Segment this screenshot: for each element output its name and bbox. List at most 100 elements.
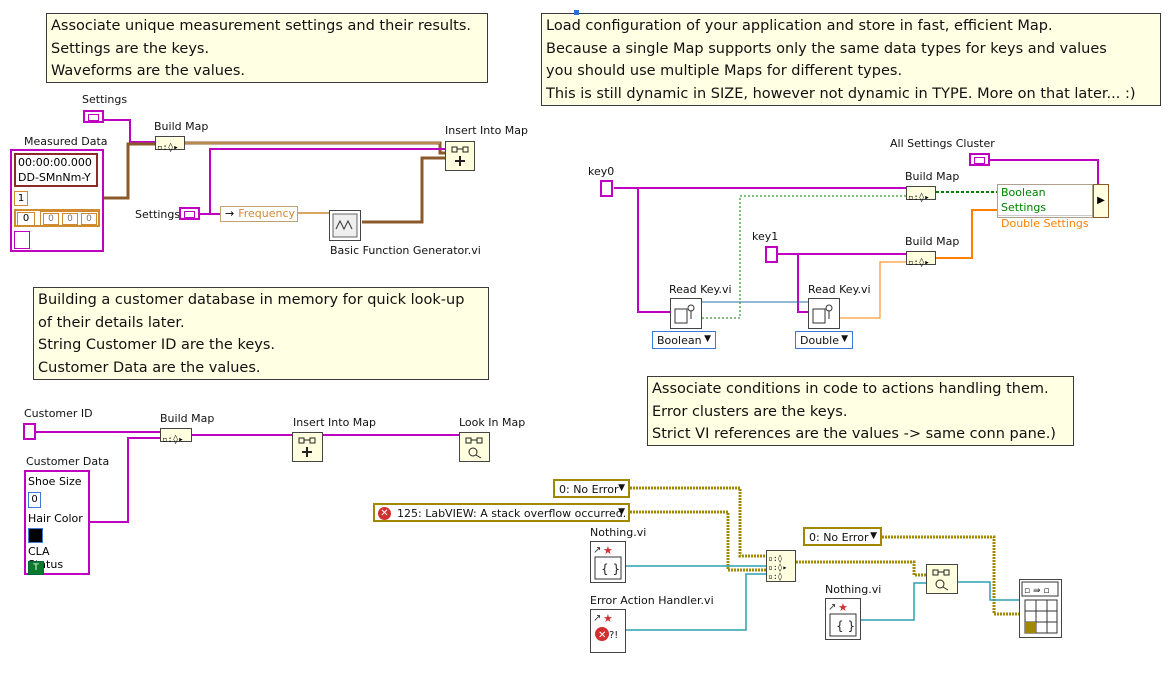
customer-data-cluster[interactable]: Shoe Size 0 Hair Color CLA Status T (24, 470, 90, 575)
waveform-dt[interactable]: 1 (14, 191, 28, 206)
no-error-1-enum[interactable]: 0: No Error ▼ (553, 479, 630, 498)
array-values: 0 0 0 (40, 211, 100, 227)
shoe-size-field[interactable]: 0 (28, 492, 41, 508)
customer-insert-into-map-node[interactable] (292, 432, 323, 462)
error-x-icon: ✕ (378, 507, 391, 520)
function-generator-label: Basic Function Generator.vi (330, 244, 481, 257)
call-by-reference-node[interactable]: ▫ ⇛ ▫ (1019, 579, 1062, 638)
note-line: Settings are the keys. (51, 40, 210, 57)
svg-text:★: ★ (838, 601, 848, 614)
settings-mid-label: Settings (135, 208, 181, 221)
key0-terminal[interactable] (600, 180, 613, 197)
dropdown-arrow-icon: ▼ (704, 334, 711, 344)
build-map-2-node[interactable]: ▫:◊▸ (906, 251, 936, 268)
note-line: Customer Data are the values. (38, 359, 261, 376)
build-map-label: Build Map (154, 120, 209, 133)
note-line: Waveforms are the values. (51, 63, 246, 79)
read-key-1-label: Read Key.vi (669, 283, 732, 296)
customer-data-label: Customer Data (26, 455, 110, 468)
read-key-icon (674, 304, 695, 324)
attributes-variant[interactable] (14, 231, 30, 249)
error-handler-label: Error Action Handler.vi (590, 594, 714, 607)
note-customer: Building a customer database in memory f… (33, 287, 489, 380)
svg-text:★: ★ (603, 544, 613, 557)
insert-into-map-label: Insert Into Map (293, 416, 377, 429)
nothing-vi-1-ref[interactable]: ↗★{ } (590, 541, 626, 583)
error-handler-ref[interactable]: ↗★✕?! (590, 609, 626, 653)
note-line: Because a single Map supports only the s… (546, 40, 1107, 57)
hair-color-box[interactable] (28, 528, 43, 543)
frequency-element: Frequency (238, 207, 296, 220)
call-by-reference-icon: ▫ ⇛ ▫ (1021, 581, 1059, 634)
array-value: 0 (43, 213, 59, 225)
build-map-icon: ▫:◊▸ (908, 192, 930, 203)
unbundle-frequency[interactable]: →Frequency (220, 206, 298, 222)
svg-text:▫:◊: ▫:◊ (768, 554, 783, 563)
waveform-generator-icon (332, 213, 358, 238)
build-map-icon: ▫:◊▸ (162, 434, 184, 445)
errors-wires (626, 486, 1020, 631)
array-index[interactable]: 0 (17, 212, 35, 226)
nothing-vi-2-ref[interactable]: ↗★{ } (825, 598, 861, 640)
vi-reference-icon: ↗★{ } (828, 601, 857, 637)
look-in-map-label: Look In Map (459, 416, 526, 429)
dropdown-arrow-icon: ▼ (841, 334, 848, 344)
build-map-2-label: Build Map (905, 235, 960, 248)
svg-text:★: ★ (603, 612, 613, 625)
cla-status-toggle[interactable]: T (28, 561, 44, 575)
look-in-map-icon (932, 569, 950, 591)
basic-function-generator-vi[interactable] (329, 210, 361, 241)
insert-into-map-node[interactable] (445, 141, 475, 171)
read-key-1-vi[interactable] (670, 298, 702, 329)
svg-text:↗: ↗ (593, 613, 601, 624)
note-line: of their details later. (38, 314, 185, 331)
look-in-map-node[interactable] (459, 432, 490, 462)
customer-wires (36, 431, 460, 523)
error-build-map-node[interactable]: ▫:◊▫:◊▸▫:◊ (766, 550, 796, 582)
read-key-2-label: Read Key.vi (808, 283, 871, 296)
settings-cluster-terminal[interactable] (83, 110, 104, 123)
insert-into-map-icon (451, 146, 469, 166)
no-error-2-enum[interactable]: 0: No Error ▼ (803, 527, 882, 546)
measured-data-cluster[interactable]: 00:00:00.000 DD-SMnNm-Y 1 0 0 0 0 (10, 149, 104, 252)
customer-id-label: Customer ID (24, 407, 93, 420)
timestamp-date: DD-SMnNm-Y (18, 171, 91, 184)
shoe-size-label: Shoe Size (28, 475, 82, 488)
read-key-2-vi[interactable] (808, 298, 840, 329)
note-measurement: Associate unique measurement settings an… (46, 13, 488, 83)
config-wires (614, 159, 1099, 319)
note-line: Associate conditions in code to actions … (652, 381, 1049, 397)
build-map-node[interactable]: ▫:◊▸ (155, 136, 185, 153)
timestamp-control[interactable]: 00:00:00.000 DD-SMnNm-Y (14, 153, 98, 187)
note-line: Load configuration of your application a… (546, 18, 1053, 34)
double-settings-element: Double Settings (1001, 217, 1089, 230)
timestamp-time: 00:00:00.000 (18, 156, 92, 169)
note-line: String Customer ID are the keys. (38, 337, 275, 353)
build-map-icon: ▫:◊▸ (908, 257, 930, 268)
build-map-icon: ▫:◊▸ (157, 142, 179, 153)
key1-label: key1 (752, 230, 779, 243)
note-line: Strict VI references are the values -> s… (652, 426, 1056, 442)
error-look-in-map-node[interactable] (926, 564, 958, 594)
note-line: Building a customer database in memory f… (38, 292, 465, 308)
dropdown-arrow-icon: ▼ (870, 531, 877, 541)
waveform-array[interactable]: 0 0 0 0 (14, 209, 100, 227)
customer-build-map-node[interactable]: ▫:◊▸ (160, 428, 192, 445)
selection-handle[interactable] (574, 10, 579, 15)
svg-text:{ }: { } (601, 562, 620, 576)
settings-terminal[interactable] (179, 207, 200, 220)
customer-id-terminal[interactable] (23, 423, 36, 440)
boolean-type-dropdown[interactable]: Boolean ▼ (652, 331, 716, 349)
all-settings-terminal[interactable] (969, 153, 990, 166)
stack-overflow-enum[interactable]: ✕ 125: LabVIEW: A stack overflow occurre… (373, 503, 630, 522)
bundle-by-name[interactable]: Boolean Settings Double Settings (997, 184, 1093, 230)
stack-overflow-text: 125: LabVIEW: A stack overflow occurred. (397, 507, 627, 520)
all-settings-label: All Settings Cluster (890, 137, 995, 150)
double-type-dropdown[interactable]: Double ▼ (795, 331, 853, 349)
svg-text:▫ ⇛ ▫: ▫ ⇛ ▫ (1024, 586, 1049, 596)
key1-terminal[interactable] (765, 246, 778, 263)
insert-into-map-label: Insert Into Map (445, 124, 529, 137)
vi-reference-icon: ↗★{ } (593, 544, 622, 580)
build-map-1-node[interactable]: ▫:◊▸ (906, 186, 936, 203)
